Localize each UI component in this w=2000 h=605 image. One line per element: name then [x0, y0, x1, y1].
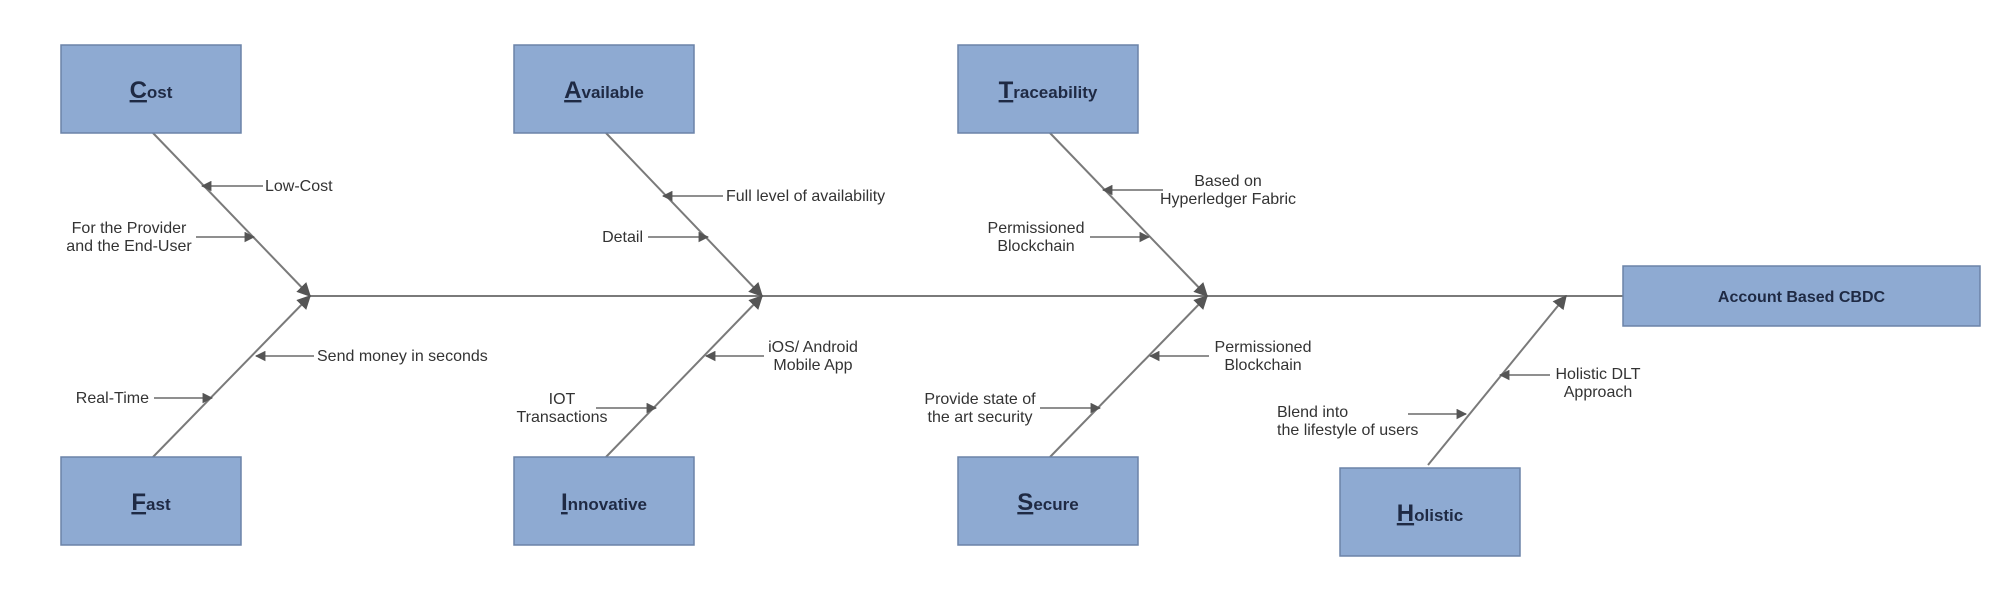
- category-box-available: [513, 44, 695, 134]
- category-label-cost: Cost: [130, 77, 173, 104]
- bone-holistic: [1427, 294, 1567, 466]
- category-label-fast: Fast: [131, 489, 171, 516]
- cause-label-available-1: Full level of availability: [726, 188, 885, 205]
- bone-innovative: [605, 294, 763, 458]
- category-label-innovative: Innovative: [561, 489, 647, 516]
- bone-secure: [1049, 294, 1208, 458]
- bone-available: [605, 132, 763, 298]
- category-box-holistic: [1339, 467, 1521, 557]
- category-box-secure: [957, 456, 1139, 546]
- bone-fast: [152, 294, 311, 458]
- cause-label-fast-2: Real-Time: [76, 390, 149, 407]
- category-box-cost: [60, 44, 242, 134]
- cause-label-available-2: Detail: [602, 229, 643, 246]
- category-label-traceability: Traceability: [999, 77, 1098, 104]
- cause-label-cost-1: Low-Cost: [265, 178, 333, 195]
- bone-traceability: [1049, 132, 1208, 298]
- cause-label-fast-1: Send money in seconds: [317, 348, 488, 365]
- category-box-traceability: [957, 44, 1139, 134]
- category-label-available: Available: [564, 77, 644, 104]
- effect-box: [1622, 265, 1981, 327]
- category-label-holistic: Holistic: [1397, 500, 1463, 527]
- bone-cost: [152, 132, 311, 298]
- category-box-innovative: [513, 456, 695, 546]
- category-label-secure: Secure: [1017, 489, 1078, 516]
- effect-label: Account Based CBDC: [1718, 289, 1886, 306]
- category-box-fast: [60, 456, 242, 546]
